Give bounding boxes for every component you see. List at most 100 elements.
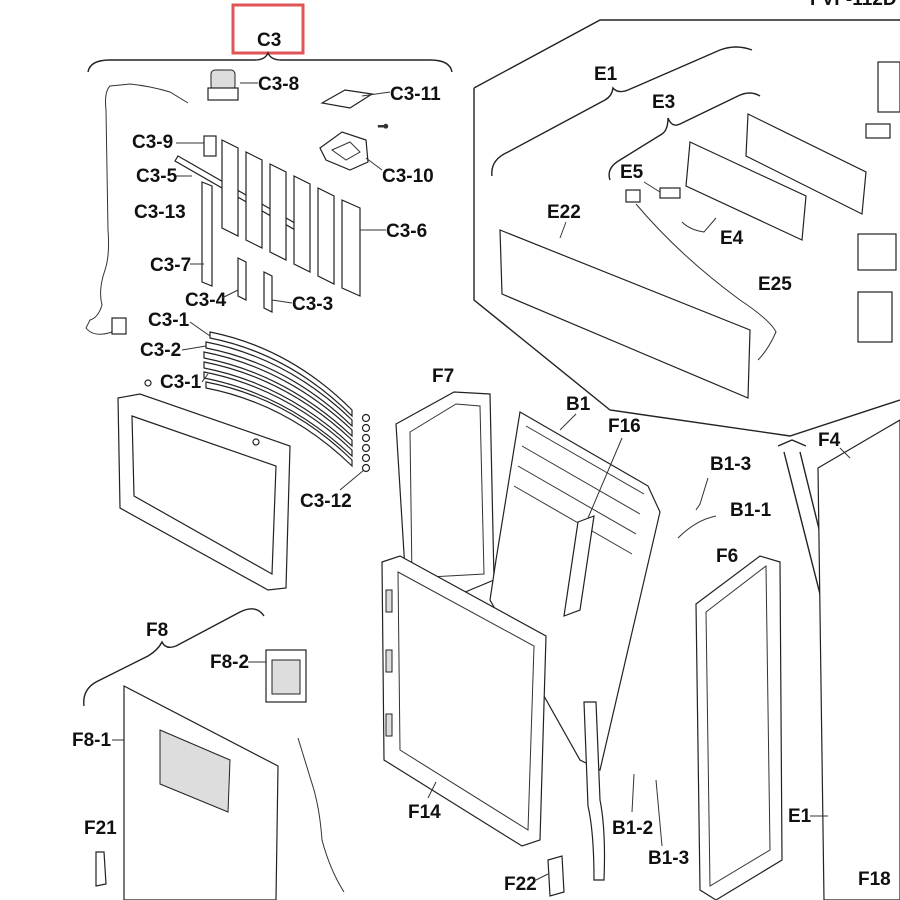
c3-10-detail (330, 141, 361, 161)
e5-sensor (625, 189, 641, 203)
b1-2-part (631, 773, 635, 813)
label-b1-3-top: B1-3 (710, 454, 751, 475)
e3-brace (608, 92, 761, 181)
c3-10-bracket (319, 131, 369, 171)
e-group-outline (473, 19, 900, 437)
label-c3-12: C3-12 (300, 491, 352, 512)
label-c3-8: C3-8 (258, 74, 299, 95)
e25-cable (635, 203, 777, 361)
label-c3: C3 (257, 30, 281, 51)
top-frame-part (745, 113, 867, 215)
grille-frame-opening (131, 415, 277, 576)
f14-hinge (385, 589, 393, 613)
b1-fins (513, 425, 645, 555)
label-f21: F21 (84, 818, 117, 839)
f8-1-control-window (159, 729, 231, 813)
c3-1-top-leader (189, 321, 211, 337)
c3-8-motor (210, 69, 236, 91)
f4-side-panel (817, 419, 900, 900)
f14-hinge (385, 649, 393, 673)
label-e1-top: E1 (594, 64, 618, 85)
drain-pipe (583, 701, 606, 881)
f8-2-display (271, 659, 301, 695)
c3-4-leader (221, 289, 239, 299)
label-e5: E5 (620, 162, 644, 183)
c3-12-clips (361, 413, 371, 473)
c3-4-part (237, 257, 247, 301)
label-b1: B1 (566, 394, 591, 415)
label-c3-1-bottom: C3-1 (160, 372, 202, 393)
terminal-block (857, 233, 897, 271)
b1-3-part-bottom (655, 779, 663, 847)
screw-icon (252, 438, 260, 446)
f14-front-panel (381, 555, 547, 847)
label-f8-1: F8-1 (72, 730, 112, 751)
label-c3-10: C3-10 (382, 166, 434, 187)
label-e3: E3 (652, 92, 675, 113)
f21-part (95, 851, 107, 887)
b1-leader (559, 413, 577, 431)
f22-part (547, 855, 565, 897)
c3-13-cable (85, 83, 189, 335)
f6-filter (695, 555, 783, 900)
label-f8-2: F8-2 (210, 652, 249, 673)
label-f6: F6 (716, 546, 738, 567)
f4-leader (839, 447, 851, 459)
screw-icon: ⊸ (378, 119, 388, 133)
f6-filter-inner (705, 564, 771, 887)
f14-hinge (385, 713, 393, 737)
label-c3-13: C3-13 (134, 202, 186, 223)
label-f4: F4 (818, 430, 841, 451)
label-f8: F8 (146, 620, 168, 641)
c3-11-pad (320, 89, 374, 109)
bracket-part (877, 61, 900, 113)
b1-3-part-top (695, 477, 709, 511)
e5-leader (643, 181, 661, 193)
e4-wire (681, 217, 717, 233)
label-c3-2: C3-2 (140, 340, 181, 361)
label-c3-7: C3-7 (150, 255, 191, 276)
label-f14: F14 (408, 802, 441, 823)
c3-3-leader (271, 299, 293, 304)
label-c3-4: C3-4 (185, 290, 227, 311)
label-e4: E4 (720, 228, 744, 249)
label-c3-1-top: C3-1 (148, 310, 190, 331)
label-c3-11: C3-11 (390, 84, 441, 105)
e22-panel (499, 229, 751, 399)
f14-leader (427, 781, 437, 799)
label-c3-6: C3-6 (386, 221, 427, 242)
c3-9-part (203, 135, 217, 157)
label-f7: F7 (432, 366, 454, 387)
c3-8-motor-base (207, 87, 239, 101)
c3-11-leader (361, 91, 391, 97)
f16-leader (587, 437, 623, 519)
f8-1-wire (297, 737, 345, 893)
screw-icon (144, 379, 152, 387)
terminal-block (857, 291, 893, 343)
e22-leader (559, 221, 567, 239)
clip-part (865, 123, 891, 139)
c3-2-leader (181, 345, 207, 351)
label-b1-3-bottom: B1-3 (648, 848, 689, 869)
e3-control-board (685, 141, 807, 241)
label-f22: F22 (504, 874, 537, 895)
f8-brace (83, 608, 265, 707)
assembly-arrowhead (777, 439, 807, 447)
label-b1-2: B1-2 (612, 818, 653, 839)
model-number-text: FVF-112D (810, 0, 897, 10)
label-e1-bottom: E1 (788, 806, 812, 827)
c3-group-brace (87, 51, 453, 73)
c3-12-leader (339, 469, 365, 491)
c3-3-part (263, 271, 273, 313)
c3-13-connector (111, 317, 127, 335)
c3-1-louver-set (203, 331, 353, 468)
label-c3-9: C3-9 (132, 132, 173, 153)
e5-connector (659, 187, 681, 199)
label-e22: E22 (547, 202, 581, 223)
e1-brace (491, 46, 753, 177)
label-b1-1: B1-1 (730, 500, 772, 521)
label-e25: E25 (758, 274, 792, 295)
c3-10-leader (365, 157, 383, 171)
label-c3-3: C3-3 (292, 294, 333, 315)
